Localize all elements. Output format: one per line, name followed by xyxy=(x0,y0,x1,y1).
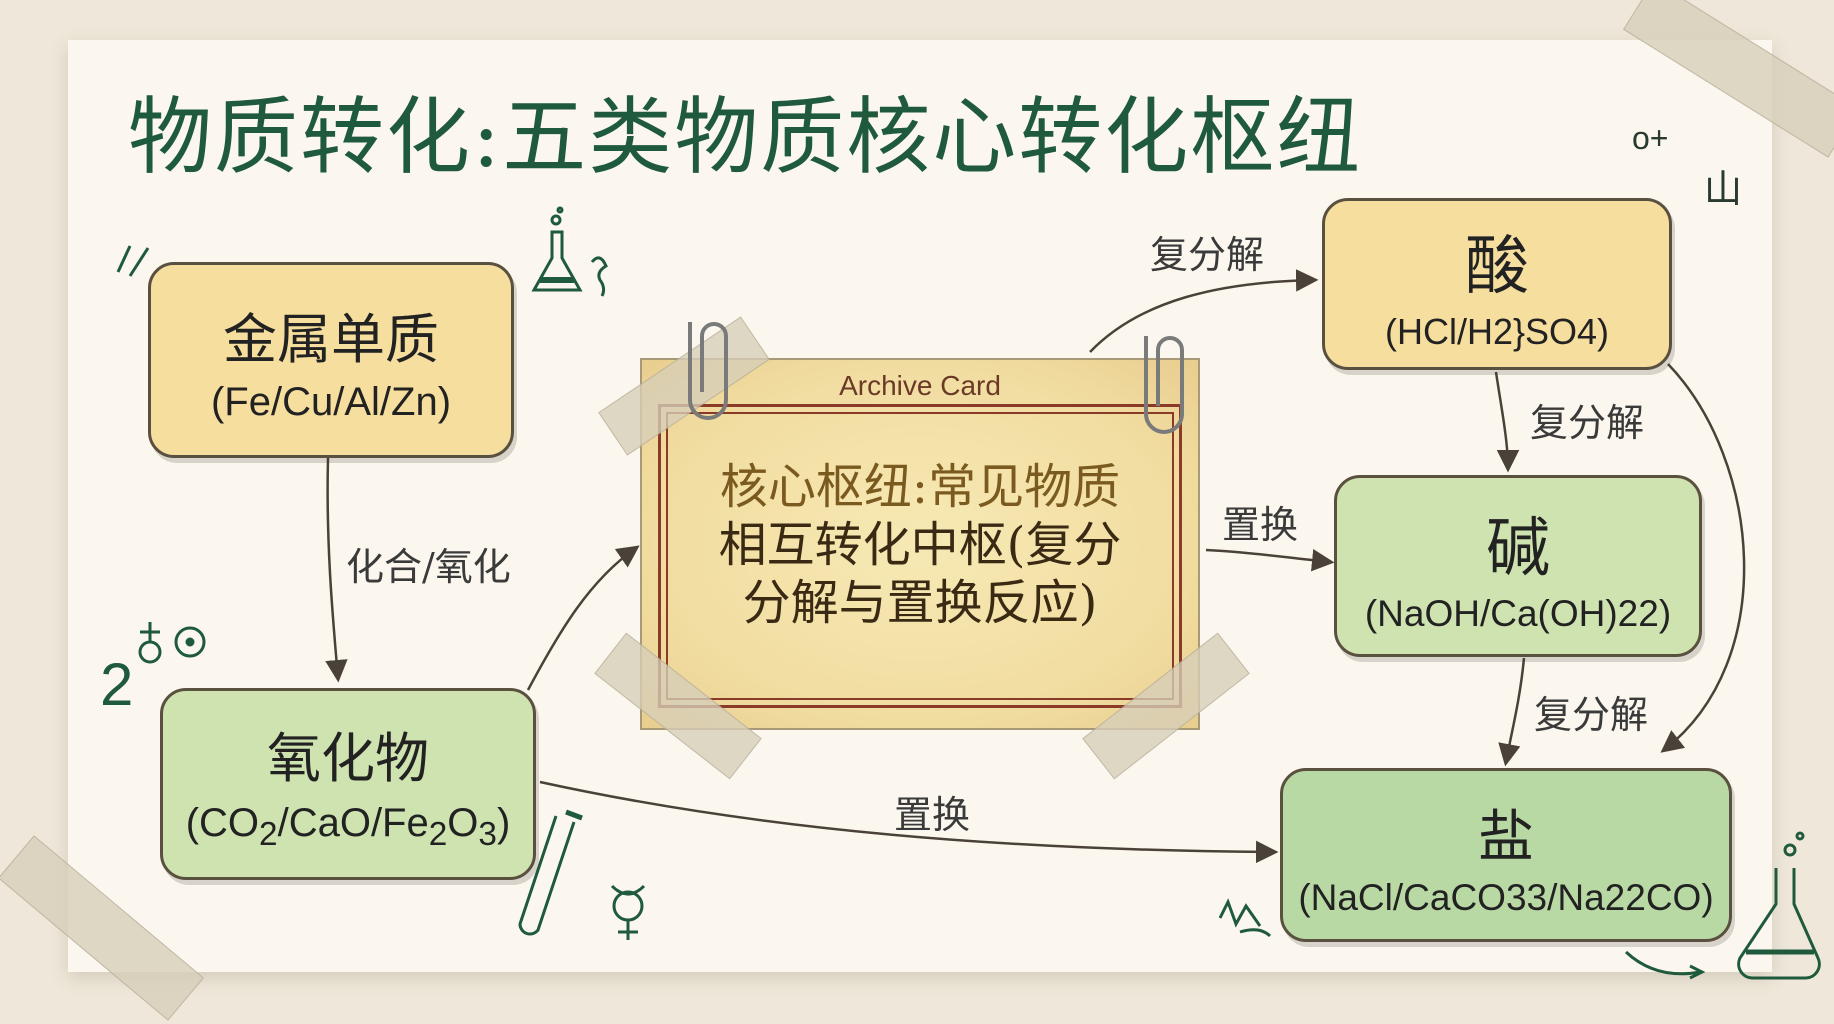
card-label: Archive Card xyxy=(839,370,1001,401)
archive-card: Archive Card 核心枢纽:常见物质 相互转化中枢(复分 分解与置换反应… xyxy=(640,358,1200,730)
doodle-number-two: 2 xyxy=(100,651,134,718)
alchemy-symbol-icon xyxy=(138,622,206,664)
metal-formula: (Fe/Cu/Al/Zn) xyxy=(210,380,452,424)
arrow-oxide-to-card xyxy=(526,545,640,691)
node-oxides: 氧化物 (CO2/CaO/Fe2O3) xyxy=(160,688,536,880)
acid-formula: (HCl/H2}SO4) xyxy=(1384,311,1610,352)
scribble-icon xyxy=(1218,898,1272,938)
base-name: 碱 xyxy=(1486,512,1550,586)
swoosh-arrow-icon xyxy=(1624,950,1706,980)
test-tube-icon xyxy=(518,809,583,936)
arrow-card-to-base xyxy=(1205,548,1335,572)
flask-icon xyxy=(531,206,583,292)
card-text: 核心枢纽:常见物质 相互转化中枢(复分 分解与置换反应) xyxy=(682,458,1158,632)
card-line-1: 核心枢纽:常见物质 xyxy=(719,459,1121,515)
card-frame xyxy=(658,404,1182,708)
paperclip-icon xyxy=(1144,336,1184,434)
oxide-name: 氧化物 xyxy=(267,727,429,790)
doodle-mountain: 山 xyxy=(1704,167,1743,211)
arrow-oxide-to-salt xyxy=(539,780,1279,864)
chemistry-flask-icon xyxy=(1737,831,1821,980)
node-base: 碱 (NaOH/Ca(OH)22) xyxy=(1334,475,1702,657)
salt-name: 盐 xyxy=(1478,804,1534,870)
arrow-card-to-acid xyxy=(1089,269,1319,353)
edge-label-metal-oxide: 化合/氧化 xyxy=(346,545,511,589)
mercury-symbol-icon xyxy=(610,884,646,940)
edge-label-base-salt: 复分解 xyxy=(1534,693,1649,737)
arrow-metal-to-oxide xyxy=(325,457,348,683)
base-formula: (NaOH/Ca(OH)22) xyxy=(1364,593,1672,634)
squiggle-icon xyxy=(590,256,608,297)
page-title: 物质转化:五类物质核心转化枢纽 xyxy=(128,88,1363,186)
card-line-3: 分解与置换反应) xyxy=(742,575,1098,631)
edge-label-card-acid: 复分解 xyxy=(1150,233,1265,277)
doodle-o-plus: o+ xyxy=(1632,120,1669,156)
paperclip-icon xyxy=(688,322,728,420)
edge-label-card-base: 置换 xyxy=(1222,503,1299,547)
arrow-acid-to-base xyxy=(1494,371,1520,473)
node-metal-elements: 金属单质 (Fe/Cu/Al/Zn) xyxy=(148,262,514,458)
edge-label-oxide-salt: 置换 xyxy=(894,793,971,837)
acid-name: 酸 xyxy=(1465,230,1529,304)
card-line-2: 相互转化中枢(复分 xyxy=(718,517,1122,573)
arrow-base-to-salt xyxy=(1498,657,1526,767)
salt-formula: (NaCl/CaCO33/Na22CO) xyxy=(1298,876,1714,918)
oxide-formula: (CO2/CaO/Fe2O3) xyxy=(185,801,511,853)
sparkle-marks-icon xyxy=(116,245,150,277)
edge-label-acid-base: 复分解 xyxy=(1530,401,1645,445)
node-acid: 酸 (HCl/H2}SO4) xyxy=(1322,198,1672,370)
arrow-acid-to-salt xyxy=(1660,363,1746,753)
metal-name: 金属单质 xyxy=(223,308,439,371)
node-salt: 盐 (NaCl/CaCO33/Na22CO) xyxy=(1280,768,1732,942)
